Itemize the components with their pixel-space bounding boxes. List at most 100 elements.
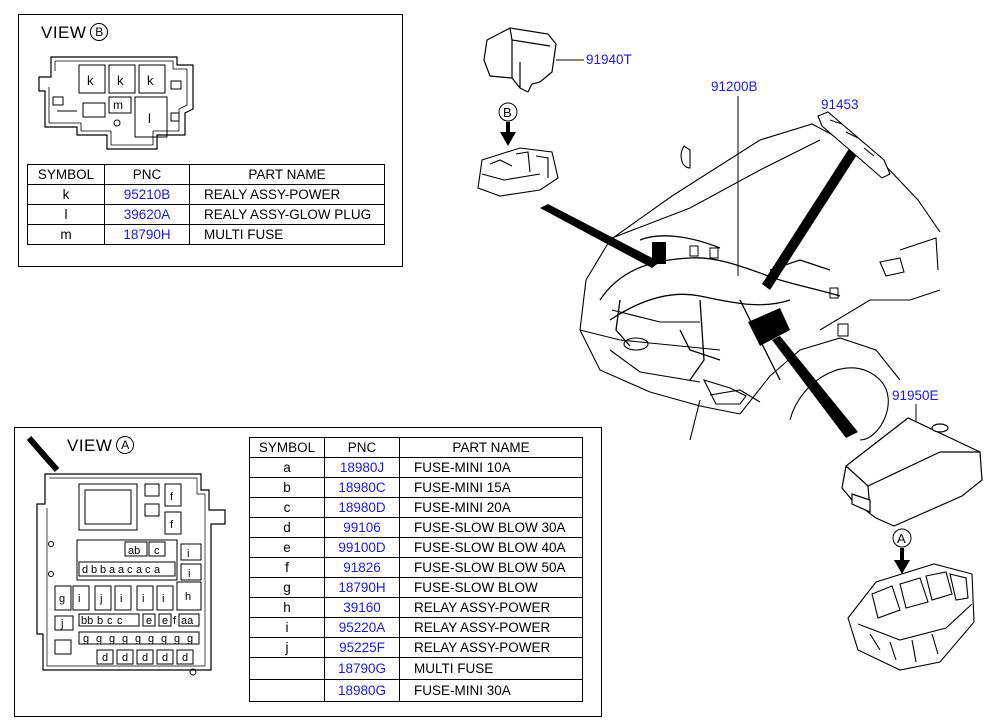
part-name-cell: REALY ASSY-GLOW PLUG — [189, 204, 385, 225]
pnc-link[interactable]: 99106 — [324, 517, 400, 538]
part-name-cell: FUSE-SLOW BLOW 50A — [399, 557, 583, 578]
view-a-label: d — [162, 652, 168, 664]
view-a-label: g — [83, 633, 89, 645]
pnc-link[interactable]: 18980J — [324, 457, 400, 478]
pnc-link[interactable]: 39620A — [104, 204, 190, 225]
view-a-label: d — [182, 652, 188, 664]
part-name-cell: FUSE-MINI 10A — [399, 457, 583, 478]
connector — [709, 247, 719, 259]
view-b-label: l — [148, 111, 151, 126]
view-a-label: i — [188, 568, 190, 580]
pnc-link[interactable]: 39160 — [324, 597, 400, 618]
part-callout[interactable]: 91200B — [711, 79, 758, 94]
connector — [652, 242, 666, 264]
pointer-wedge — [540, 204, 660, 268]
symbol-cell: f — [249, 557, 325, 578]
view-b-label: k — [147, 73, 154, 88]
pnc-link[interactable]: 18980C — [324, 477, 400, 498]
fuse-box-cover — [841, 417, 983, 527]
view-a-label: a — [154, 564, 161, 576]
view-a-label: c — [117, 615, 123, 627]
column-header-pnc: PNC — [324, 437, 400, 458]
pnc-link[interactable]: 18790G — [324, 657, 400, 680]
view-a-label: f — [170, 519, 174, 531]
view-a-label: a — [136, 564, 143, 576]
view-a-label: e — [162, 615, 168, 627]
view-a-label: g — [187, 633, 193, 645]
pnc-link[interactable]: 18980G — [324, 679, 400, 702]
symbol-cell: c — [249, 497, 325, 518]
view-b-label: k — [117, 73, 124, 88]
view-b-parts-table: SYMBOL PNC PART NAME k 95210B REALY ASSY… — [27, 164, 385, 245]
column-header-symbol: SYMBOL — [249, 437, 325, 458]
pnc-link[interactable]: 95220A — [324, 617, 400, 638]
pnc-link[interactable]: 91826 — [324, 557, 400, 578]
part-name-cell: RELAY ASSY-POWER — [399, 617, 583, 638]
connector — [829, 287, 839, 299]
view-a-label: g — [161, 633, 167, 645]
part-callout[interactable]: 91950E — [892, 388, 939, 403]
table-header-row: SYMBOL PNC PART NAME — [249, 437, 583, 458]
part-name-cell: REALY ASSY-POWER — [189, 184, 385, 205]
part-name-cell: MULTI FUSE — [189, 224, 385, 245]
table-row: m 18790H MULTI FUSE — [27, 224, 385, 245]
view-a-arrowhead — [894, 560, 910, 574]
part-name-cell: FUSE-MINI 20A — [399, 497, 583, 518]
column-header-part-name: PART NAME — [189, 164, 385, 185]
relay-box-base — [477, 147, 559, 197]
symbol-cell: d — [249, 517, 325, 538]
pnc-link[interactable]: 18790H — [104, 224, 190, 245]
part-name-cell: RELAY ASSY-POWER — [399, 597, 583, 618]
symbol-cell — [249, 679, 325, 702]
view-a-label: d — [142, 652, 148, 664]
part-callout[interactable]: 91453 — [821, 97, 859, 112]
symbol-cell: i — [249, 617, 325, 638]
pnc-link[interactable]: 95210B — [104, 184, 190, 205]
view-a-label: b — [97, 615, 103, 627]
pnc-link[interactable]: 18790H — [324, 577, 400, 598]
view-a-marker: A — [897, 531, 906, 546]
view-a-label: i — [162, 593, 164, 605]
view-a-label: e — [146, 615, 152, 627]
view-a-label: g — [122, 633, 128, 645]
view-a-label: i — [120, 593, 122, 605]
view-a-label: d — [82, 564, 88, 576]
column-header-pnc: PNC — [104, 164, 190, 185]
view-a-label: i — [78, 593, 80, 605]
connector — [689, 245, 699, 257]
view-b-label: m — [113, 98, 123, 112]
pnc-link[interactable]: 18980D — [324, 497, 400, 518]
view-a-label: g — [174, 633, 180, 645]
connector — [837, 323, 849, 337]
view-b-letter: B — [90, 23, 109, 41]
fuse-box-base — [847, 563, 975, 671]
part-name-cell: FUSE-SLOW BLOW 40A — [399, 537, 583, 558]
view-a-label: j — [60, 618, 63, 630]
pnc-link[interactable]: 95225F — [324, 637, 400, 658]
part-name-cell: FUSE-MINI 15A — [399, 477, 583, 498]
part-name-cell: FUSE-MINI 30A — [399, 679, 583, 702]
pnc-link[interactable]: 99100D — [324, 537, 400, 558]
part-callout[interactable]: 91940T — [586, 52, 632, 67]
view-a-label: g — [59, 593, 65, 605]
view-a-label: bb — [81, 615, 93, 627]
view-b-arrowhead — [500, 132, 516, 146]
view-a-label: c — [145, 564, 151, 576]
symbol-cell: k — [27, 184, 105, 205]
table-row: k 95210B REALY ASSY-POWER — [27, 184, 385, 205]
view-a-label: g — [135, 633, 141, 645]
